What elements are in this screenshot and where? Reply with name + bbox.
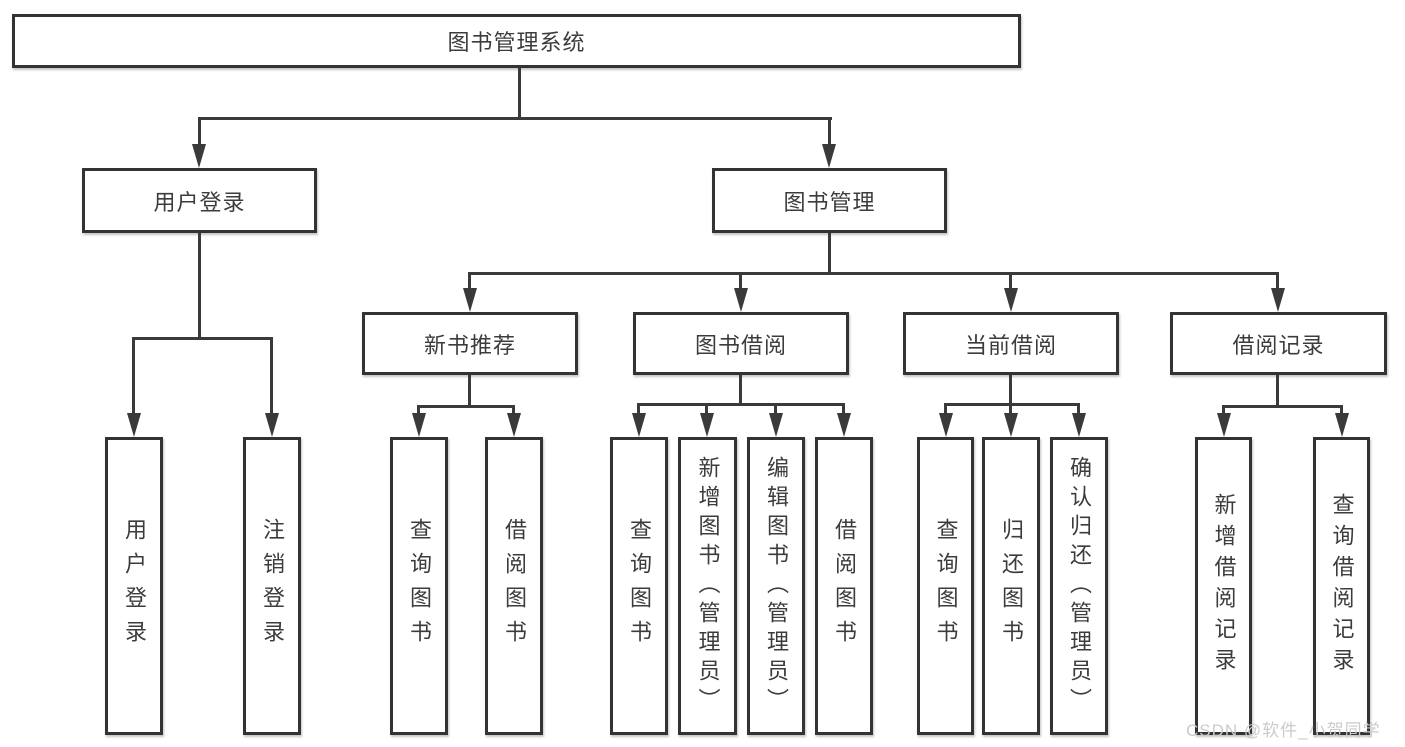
node-book-management: 图书管理 xyxy=(712,168,947,233)
connector-line xyxy=(270,339,273,415)
node-query-books-recommend: 查询图书 xyxy=(390,437,448,735)
node-query-borrow-record: 查询借阅记录 xyxy=(1313,437,1370,735)
arrowhead-down-icon xyxy=(1335,413,1349,437)
node-label: 借阅图书 xyxy=(502,518,527,654)
node-query-books-borrowing: 查询图书 xyxy=(610,437,668,735)
node-library-management-system: 图书管理系统 xyxy=(12,14,1021,68)
node-label: 借阅记录 xyxy=(1232,332,1325,358)
arrowhead-down-icon xyxy=(1217,413,1231,437)
watermark: CSDN @软件_小贺同学 xyxy=(1186,721,1381,740)
connector-line xyxy=(1009,274,1012,290)
arrowhead-down-icon xyxy=(1004,288,1018,312)
arrowhead-down-icon xyxy=(632,413,646,437)
node-label: 新增图书（管理员） xyxy=(695,455,721,717)
node-label: 新增借阅记录 xyxy=(1211,493,1237,679)
node-label: 当前借阅 xyxy=(964,332,1057,358)
connector-line xyxy=(198,117,832,120)
arrowhead-down-icon xyxy=(412,413,426,437)
connector-line xyxy=(637,403,845,406)
node-label: 用户登录 xyxy=(122,518,147,654)
node-label: 编辑图书（管理员） xyxy=(764,455,789,717)
node-label: 确认归还（管理员） xyxy=(1067,455,1092,717)
connector-line xyxy=(1009,375,1012,405)
node-return-books: 归还图书 xyxy=(982,437,1040,735)
node-logout: 注销登录 xyxy=(243,437,301,735)
connector-line xyxy=(468,272,1279,275)
node-label: 查询图书 xyxy=(627,518,652,654)
node-edit-books-admin: 编辑图书（管理员） xyxy=(747,437,805,735)
connector-line xyxy=(1276,274,1279,290)
connector-line xyxy=(132,337,273,340)
node-label: 归还图书 xyxy=(999,518,1024,654)
connector-line xyxy=(512,405,515,415)
node-borrowing-records: 借阅记录 xyxy=(1170,312,1387,375)
arrowhead-down-icon xyxy=(1004,413,1018,437)
connector-line xyxy=(705,405,708,415)
node-label: 图书管理系统 xyxy=(447,30,586,55)
connector-line xyxy=(1276,375,1279,407)
connector-line xyxy=(468,274,471,290)
node-book-borrowing: 图书借阅 xyxy=(633,312,849,375)
connector-line xyxy=(1009,405,1012,415)
arrowhead-down-icon xyxy=(1072,413,1086,437)
connector-line xyxy=(944,405,947,415)
node-add-borrow-record: 新增借阅记录 xyxy=(1195,437,1252,735)
connector-line xyxy=(842,405,845,415)
arrowhead-down-icon xyxy=(939,413,953,437)
connector-line xyxy=(198,119,201,146)
connector-line xyxy=(132,339,135,415)
node-label: 图书管理 xyxy=(783,189,876,215)
arrowhead-down-icon xyxy=(507,413,521,437)
node-add-books-admin: 新增图书（管理员） xyxy=(678,437,737,735)
node-label: 查询借阅记录 xyxy=(1329,493,1355,679)
node-label: 查询图书 xyxy=(933,518,959,654)
connector-line xyxy=(739,375,742,405)
node-confirm-return-admin: 确认归还（管理员） xyxy=(1050,437,1108,735)
connector-line xyxy=(739,274,742,290)
node-user-login: 用户登录 xyxy=(82,168,317,233)
node-label: 用户登录 xyxy=(153,189,246,215)
node-label: 图书借阅 xyxy=(694,332,787,358)
connector-line xyxy=(1222,405,1225,415)
connector-line xyxy=(1340,405,1343,415)
arrowhead-down-icon xyxy=(127,413,141,437)
node-current-borrowing: 当前借阅 xyxy=(903,312,1119,375)
node-user-login-leaf: 用户登录 xyxy=(105,437,163,735)
connector-line xyxy=(637,405,640,415)
arrowhead-down-icon xyxy=(822,144,836,168)
arrowhead-down-icon xyxy=(1271,288,1285,312)
node-label: 借阅图书 xyxy=(832,518,857,654)
arrowhead-down-icon xyxy=(837,413,851,437)
connector-line xyxy=(828,233,831,274)
node-label: 查询图书 xyxy=(407,518,432,654)
connector-line xyxy=(774,405,777,415)
connector-line xyxy=(1222,405,1343,408)
arrowhead-down-icon xyxy=(192,144,206,168)
node-borrow-books-leaf: 借阅图书 xyxy=(815,437,873,735)
connector-line xyxy=(828,119,831,146)
node-label: 注销登录 xyxy=(260,518,285,654)
connector-line xyxy=(417,405,420,415)
connector-line xyxy=(417,405,515,408)
node-borrow-books-recommend: 借阅图书 xyxy=(485,437,543,735)
arrowhead-down-icon xyxy=(463,288,477,312)
connector-line xyxy=(518,68,521,119)
node-new-book-recommendation: 新书推荐 xyxy=(362,312,578,375)
connector-line xyxy=(198,233,201,340)
arrowhead-down-icon xyxy=(700,413,714,437)
connector-line xyxy=(1077,405,1080,415)
connector-line xyxy=(944,403,1080,406)
connector-line xyxy=(468,375,471,407)
arrowhead-down-icon xyxy=(769,413,783,437)
node-label: 新书推荐 xyxy=(423,332,516,358)
arrowhead-down-icon xyxy=(265,413,279,437)
arrowhead-down-icon xyxy=(734,288,748,312)
node-query-books-current: 查询图书 xyxy=(917,437,974,735)
